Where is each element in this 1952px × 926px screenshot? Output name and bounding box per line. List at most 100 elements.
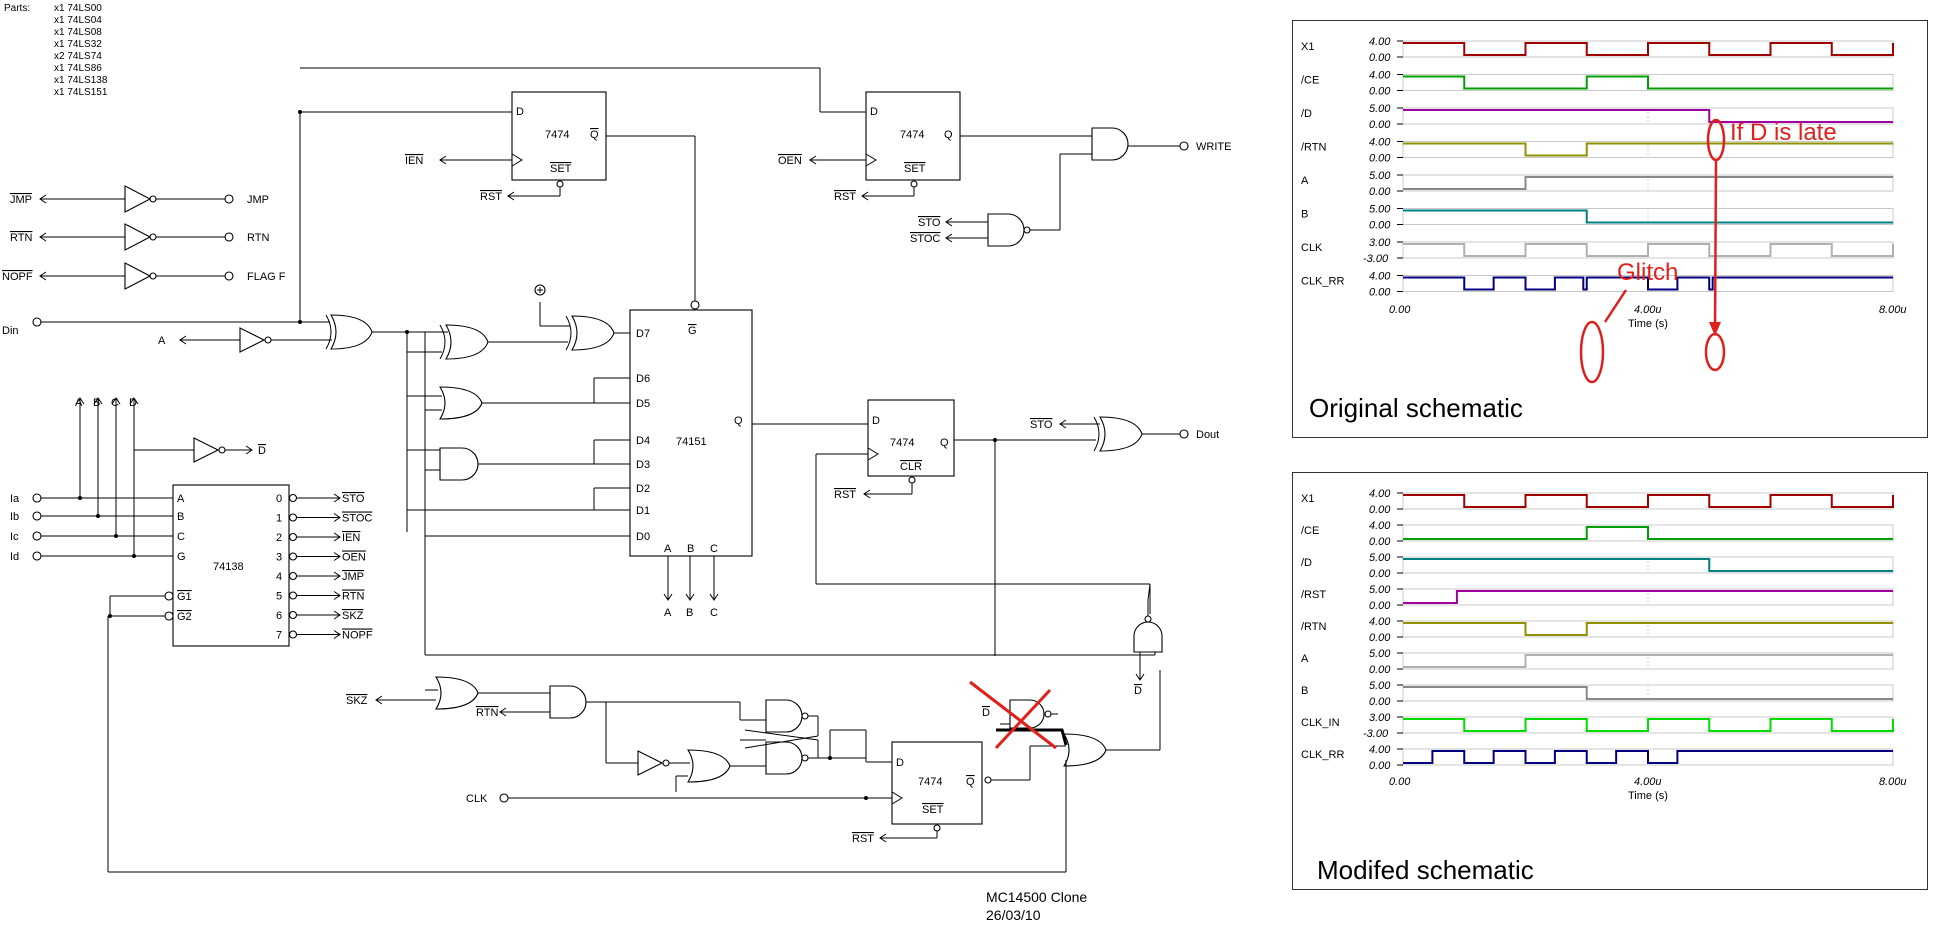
- part-item: x1 74LS08: [54, 27, 102, 38]
- sig-d-vertical: D: [1134, 685, 1142, 697]
- ff1-7474: [511, 91, 607, 181]
- signal-name: X1: [1301, 41, 1314, 53]
- y-tick-bottom: 0.00: [1369, 287, 1391, 299]
- mux-pin-label: D2: [636, 483, 650, 495]
- nand-gate-vertical: [1133, 615, 1163, 653]
- sig-jmp-left: JMP: [10, 194, 32, 206]
- out-dbar: D: [258, 445, 266, 457]
- ff2-set: SET: [904, 163, 926, 175]
- ff4-d: D: [896, 757, 904, 769]
- inverter-nopf: [39, 262, 234, 290]
- part-item: x1 74LS86: [54, 63, 102, 74]
- part-item: x1 74LS00: [54, 3, 102, 14]
- bus-d: D: [129, 397, 137, 409]
- y-tick-bottom: 0.00: [1369, 119, 1391, 131]
- ff4-7474: [891, 741, 983, 825]
- waveform: [1403, 686, 1893, 700]
- sig-rtn-bottom: RTN: [476, 707, 498, 719]
- out-dout: Dout: [1196, 429, 1219, 441]
- x-tick: 0.00: [1389, 304, 1411, 316]
- dec-out-number: 7: [276, 630, 282, 642]
- waveform: [1403, 526, 1893, 540]
- bus-a: A: [75, 397, 83, 409]
- mux-g: G: [688, 325, 697, 337]
- sig-rst-2: RST: [834, 191, 856, 203]
- signal-name: CLK_RR: [1301, 749, 1344, 761]
- waveform: [1403, 209, 1893, 224]
- out-write: WRITE: [1196, 141, 1231, 153]
- dec-out-label: RTN: [342, 591, 364, 603]
- ff3-label: 7474: [890, 437, 914, 449]
- mux-sel-label: A: [664, 543, 672, 555]
- and-gate-rtn: [549, 685, 587, 719]
- waveform: [1403, 109, 1893, 123]
- nand-gate-latch-1: [765, 699, 809, 733]
- y-tick-bottom: 0.00: [1369, 52, 1391, 64]
- ff2-7474: [865, 91, 961, 181]
- y-tick-bottom: 0.00: [1369, 760, 1391, 772]
- signal-name: A: [1301, 653, 1309, 665]
- x-axis-label: Time (s): [1628, 318, 1668, 330]
- y-tick-top: 4.00: [1369, 137, 1391, 149]
- waveform: [1403, 590, 1893, 604]
- and-gate-d3: [439, 447, 479, 481]
- y-tick-bottom: 0.00: [1369, 186, 1391, 198]
- xor-gate-dout: [1093, 416, 1143, 452]
- inverter-jmp: [39, 185, 234, 213]
- mux-sel-c-out: C: [710, 607, 718, 619]
- mux-pin-label: D1: [636, 505, 650, 517]
- input-terminal: [32, 551, 42, 561]
- x-tick: 8.00u: [1879, 304, 1907, 316]
- ff1-label: 7474: [545, 129, 569, 141]
- mux-pin-label: D7: [636, 328, 650, 340]
- mux-sel-label: B: [687, 543, 694, 555]
- signal-name: CLK: [1301, 242, 1323, 254]
- parts-heading: Parts:: [4, 3, 30, 14]
- mux-q: Q: [734, 415, 743, 427]
- y-tick-top: 5.00: [1369, 204, 1391, 216]
- y-tick-top: 5.00: [1369, 648, 1391, 660]
- ff1-set: SET: [550, 163, 572, 175]
- y-tick-top: 4.00: [1369, 744, 1391, 756]
- waveform: [1403, 243, 1894, 257]
- y-tick-bottom: 0.00: [1369, 696, 1391, 708]
- ff1-q: Q: [590, 129, 599, 141]
- y-tick-top: 5.00: [1369, 584, 1391, 596]
- waveform: [1403, 718, 1894, 732]
- dec-out-number: 4: [276, 571, 282, 583]
- y-tick-top: 4.00: [1369, 520, 1391, 532]
- input-label: Ic: [10, 531, 19, 543]
- waveform: [1403, 42, 1894, 56]
- dec-in-label: G: [177, 551, 186, 563]
- sig-ien: IEN: [405, 155, 423, 167]
- ff2-q: Q: [944, 129, 953, 141]
- footer-date: 26/03/10: [986, 907, 1041, 923]
- sig-rtn-left: RTN: [10, 232, 32, 244]
- dec-in-label: C: [177, 531, 185, 543]
- or-gate-clk: [687, 749, 731, 783]
- dec-out-label: NOPF: [342, 630, 373, 642]
- x-tick: 4.00u: [1634, 776, 1662, 788]
- y-tick-top: 4.00: [1369, 271, 1391, 283]
- mux-pin-label: D5: [636, 398, 650, 410]
- or-gate-skz: [435, 676, 479, 710]
- nand-gate-crossed: [1009, 699, 1052, 729]
- signal-name: /RST: [1301, 589, 1326, 601]
- dec-out-number: 1: [276, 513, 282, 525]
- in-din: Din: [2, 325, 19, 337]
- dec-out-number: 5: [276, 591, 282, 603]
- or-gate-d5: [439, 386, 483, 420]
- sig-rst-3: RST: [834, 489, 856, 501]
- y-tick-top: 5.00: [1369, 103, 1391, 115]
- ff3-d: D: [872, 415, 880, 427]
- y-tick-top: 5.00: [1369, 680, 1391, 692]
- part-item: x1 74LS32: [54, 39, 102, 50]
- y-tick-bottom: 0.00: [1369, 664, 1391, 676]
- input-terminal: [32, 531, 42, 541]
- x-mark-icon: [969, 680, 1057, 750]
- waveform: [1403, 75, 1893, 90]
- dec-out-label: SKZ: [342, 610, 364, 622]
- nand-gate-latch-2: [765, 741, 809, 775]
- waveform: [1403, 750, 1893, 764]
- sig-d-crossed: D: [982, 707, 990, 719]
